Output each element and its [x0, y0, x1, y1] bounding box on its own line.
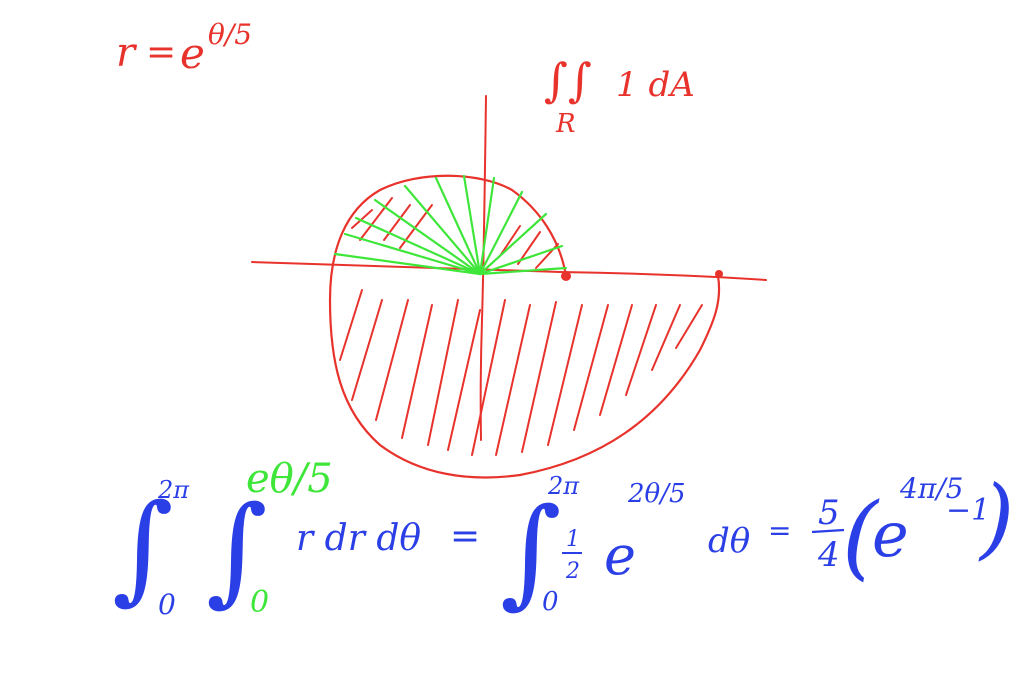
double-integral-symbol: ∫∫ — [544, 53, 592, 107]
second-integral-symbol: ∫ — [500, 482, 561, 620]
intersection-dot-right — [715, 270, 723, 278]
final-exponent: 4π/5 — [899, 472, 963, 505]
equation-equals: = — [146, 32, 176, 73]
spiral-region-outline — [328, 174, 721, 479]
second-lower-limit: 0 — [542, 587, 559, 617]
half-numerator: 1 — [566, 527, 580, 552]
radial-lines — [333, 174, 568, 276]
inner-integral-symbol: ∫ — [206, 480, 267, 618]
integrand: r dr dθ — [296, 518, 421, 559]
region-label: R — [555, 109, 576, 139]
final-base: e — [872, 498, 909, 571]
open-paren: ( — [842, 483, 880, 590]
fraction-bar — [811, 528, 845, 534]
second-upper-limit: 2π — [547, 472, 580, 500]
area-integral: ∫∫ 1 dA R — [544, 53, 695, 139]
equation-exponent: θ/5 — [208, 18, 252, 51]
half-denominator: 2 — [565, 559, 580, 584]
fraction-numerator: 5 — [818, 493, 840, 533]
intersection-dot-left — [561, 271, 571, 281]
inner-upper-limit: eθ/5 — [246, 456, 333, 502]
outer-upper-limit: 2π — [157, 476, 190, 504]
equals-sign-2: = — [768, 514, 791, 547]
second-base: e — [604, 524, 636, 587]
dtheta: dθ — [708, 521, 750, 561]
minus-one: −1 — [946, 493, 990, 528]
equation-lhs: r — [116, 30, 138, 76]
fraction-denominator: 4 — [817, 535, 840, 575]
inner-lower-limit: 0 — [250, 585, 269, 620]
y-axis — [479, 95, 487, 441]
integral-equation: ∫ 2π 0 ∫ eθ/5 0 r dr dθ = ∫ 2π 0 1 2 e 2… — [112, 456, 1014, 621]
second-exponent: 2θ/5 — [627, 479, 686, 509]
close-paren: ) — [978, 466, 1014, 569]
x-axis — [251, 261, 767, 281]
region-hatching — [339, 197, 703, 456]
area-integrand: 1 dA — [616, 65, 695, 105]
axes — [251, 95, 767, 441]
polar-equation: r = e θ/5 — [116, 18, 252, 78]
outer-lower-limit: 0 — [158, 588, 176, 621]
equals-sign-1: = — [450, 516, 480, 557]
outer-integral-symbol: ∫ — [112, 478, 173, 616]
equation-base: e — [180, 29, 205, 78]
